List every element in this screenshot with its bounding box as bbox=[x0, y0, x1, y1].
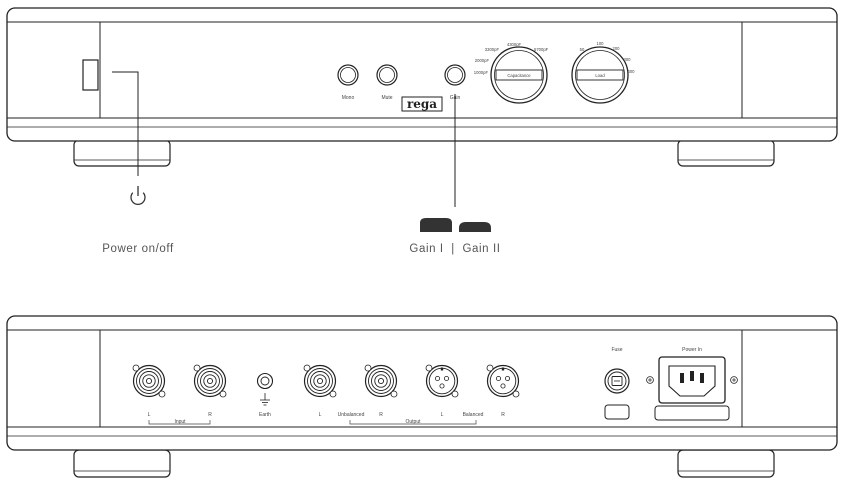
output-unbalanced-right-rca-socket[interactable] bbox=[364, 364, 398, 398]
load-label: Load bbox=[595, 73, 605, 78]
input-right-rca-socket[interactable] bbox=[193, 364, 227, 398]
capacitance-label: Capacitance bbox=[507, 73, 531, 78]
load-scale-50: 50 bbox=[580, 47, 585, 52]
output-balanced-left-xlr-socket[interactable] bbox=[425, 364, 459, 398]
power-callout: Power on/off bbox=[102, 186, 174, 255]
rear-left-foot bbox=[73, 449, 171, 478]
front-panel-view: Mono Mute Gain rega Capacitance 1000pF 2… bbox=[6, 7, 838, 207]
svg-text:rega: rega bbox=[407, 97, 437, 111]
fuse-label: Fuse bbox=[611, 347, 622, 353]
front-chassis bbox=[6, 7, 838, 142]
rear-right-foot bbox=[677, 449, 775, 478]
mono-label: Mono bbox=[342, 95, 355, 101]
input-left-rca-socket[interactable] bbox=[132, 364, 166, 398]
load-scale-300: 300 bbox=[624, 57, 632, 62]
capacitance-scale-1000pf: 1000pF bbox=[474, 70, 489, 75]
power-inlet-socket[interactable] bbox=[658, 356, 726, 404]
load-knob[interactable] bbox=[571, 46, 629, 104]
load-scale-200: 200 bbox=[613, 46, 621, 51]
power-inlet-left-screw bbox=[646, 376, 654, 384]
load-scale-100: 100 bbox=[597, 41, 605, 46]
earth-terminal[interactable] bbox=[256, 372, 274, 390]
input-right-label: R bbox=[208, 412, 212, 418]
load-scale-400: 400 bbox=[628, 69, 636, 74]
output-unbalanced-right-label: R bbox=[379, 412, 383, 418]
output-balanced-right-label: R bbox=[501, 412, 505, 418]
fuse-spec-label-plate bbox=[604, 404, 630, 420]
mono-button[interactable] bbox=[337, 64, 359, 86]
power-rating-label-plate bbox=[654, 405, 730, 421]
output-balanced-left-label: L bbox=[441, 412, 444, 418]
power-inlet-right-screw bbox=[730, 376, 738, 384]
output-unbalanced-left-label: L bbox=[319, 412, 322, 418]
power-in-label: Power In bbox=[682, 347, 702, 353]
output-group-bracket bbox=[349, 420, 477, 425]
power-icon bbox=[130, 186, 146, 205]
output-unbalanced-left-rca-socket[interactable] bbox=[303, 364, 337, 398]
input-left-label: L bbox=[148, 412, 151, 418]
gain-callout: Gain I | Gain II bbox=[409, 218, 500, 255]
capacitance-scale-5700pf: 5700pF bbox=[534, 47, 549, 52]
gain-callout-label: Gain I | Gain II bbox=[409, 243, 500, 255]
brand-logo: rega bbox=[401, 96, 443, 112]
output-group-label: Output bbox=[405, 419, 421, 425]
fuse-holder[interactable] bbox=[604, 368, 630, 394]
power-callout-label: Power on/off bbox=[102, 243, 174, 255]
mute-button[interactable] bbox=[376, 64, 398, 86]
capacitance-scale-2000pf: 2000pF bbox=[475, 58, 490, 63]
rear-chassis bbox=[6, 315, 838, 451]
power-switch[interactable] bbox=[82, 59, 99, 91]
gain-button[interactable] bbox=[444, 64, 466, 86]
gain-i-button-icon bbox=[420, 218, 452, 232]
mute-label: Mute bbox=[381, 95, 392, 101]
input-group-bracket bbox=[148, 420, 211, 425]
capacitance-knob[interactable] bbox=[490, 46, 548, 104]
input-group-label: Input bbox=[174, 419, 186, 425]
output-unbalanced-label: Unbalanced bbox=[338, 412, 365, 418]
rear-panel-view: L R Input Earth L Unbalanced R L Balance… bbox=[6, 315, 838, 478]
output-balanced-right-xlr-socket[interactable] bbox=[486, 364, 520, 398]
gain-ii-button-icon bbox=[459, 222, 491, 232]
power-callout-line bbox=[112, 71, 139, 176]
earth-label: Earth bbox=[259, 412, 271, 418]
front-right-foot bbox=[677, 139, 775, 167]
output-balanced-label: Balanced bbox=[463, 412, 484, 418]
capacitance-scale-3300pf: 3300pF bbox=[485, 47, 500, 52]
front-left-foot bbox=[73, 139, 171, 167]
earth-ground-icon bbox=[260, 393, 270, 406]
capacitance-scale-4300pf: 4300pF bbox=[507, 42, 522, 47]
